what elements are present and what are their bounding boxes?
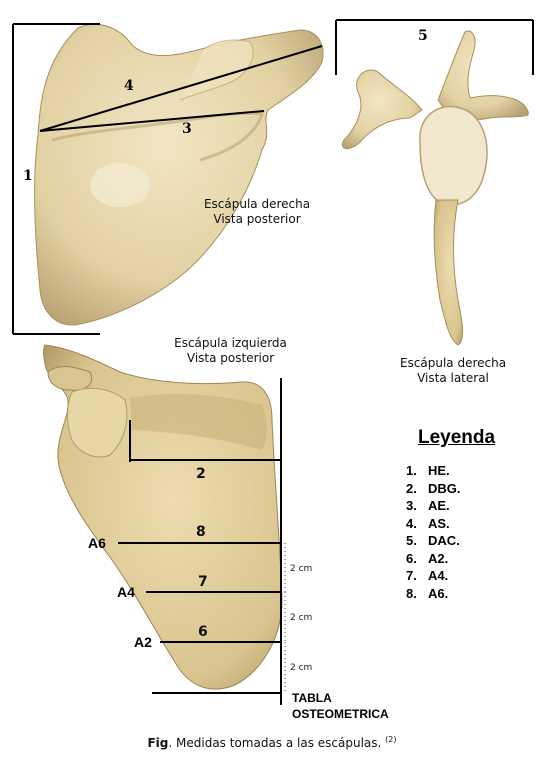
legend-item-number: 5.	[406, 533, 417, 548]
legend-item-text: A6.	[428, 585, 449, 601]
view-label-right-posterior: Escápula derecha Vista posterior	[192, 197, 322, 227]
legend-item: 1. HE.	[406, 462, 461, 480]
measure-number-7: 7	[198, 574, 208, 590]
measure-number-2: 2	[196, 466, 206, 482]
measure-lines-top-right	[335, 19, 534, 75]
view-label-line: Escápula derecha	[203, 197, 311, 211]
view-label-line: Escápula derecha	[399, 356, 507, 370]
legend-item: 7. A4.	[406, 567, 461, 585]
legend-item: 5. DAC.	[406, 532, 461, 550]
measure-number-3: 3	[182, 121, 192, 137]
legend-item: 4. AS.	[406, 515, 461, 533]
caption-reference: (2)	[385, 735, 397, 744]
board-label-line1: TABLA	[292, 691, 332, 705]
measure-lines-bottom-left	[118, 378, 282, 705]
view-label-line: Vista posterior	[186, 351, 275, 365]
legend-item-text: DAC.	[428, 533, 460, 548]
legend-item-text: A4.	[428, 568, 449, 583]
legend-item-number: 6.	[406, 550, 417, 566]
legend-item-number: 3.	[406, 498, 417, 513]
measure-number-6: 6	[198, 624, 208, 640]
legend-item-number: 8.	[406, 585, 417, 601]
level-label-a6: A6	[88, 535, 106, 551]
legend-item-number: 7.	[406, 568, 417, 583]
legend-item-text: HE.	[428, 463, 450, 478]
legend-item-text: DBG.	[428, 480, 461, 496]
legend-item: 8. A6.	[406, 585, 461, 603]
scale-mark-3: 2 cm	[290, 663, 312, 673]
view-label-left-posterior: Escápula izquierda Vista posterior	[163, 336, 298, 366]
legend-item: 2. DBG.	[406, 480, 461, 498]
scapula-right-posterior	[34, 23, 324, 326]
legend-title: Leyenda	[418, 427, 496, 448]
view-label-line: Vista lateral	[417, 371, 489, 385]
scapula-left-posterior	[42, 344, 283, 690]
legend-item-number: 2.	[406, 480, 417, 496]
legend-item-text: AE.	[428, 498, 450, 513]
legend-list: 1. HE. 2. DBG. 3. AE. 4. AS. 5. DAC. 6. A2. 7.…	[406, 462, 461, 602]
measure-number-1: 1	[23, 168, 33, 184]
measure-lines-top-left	[12, 23, 323, 335]
figure-caption: Fig. Medidas tomadas a las escápulas. (2…	[0, 735, 544, 750]
caption-prefix: Fig	[147, 736, 169, 750]
level-label-a2: A2	[134, 634, 152, 650]
legend-item-number: 4.	[406, 515, 417, 531]
board-label-line2: OSTEOMETRICA	[292, 707, 389, 721]
measure-number-8: 8	[196, 524, 206, 540]
legend-item: 6. A2.	[406, 550, 461, 568]
legend-item: 3. AE.	[406, 497, 461, 515]
legend-item-text: A2.	[428, 550, 449, 566]
scale-mark-2: 2 cm	[290, 613, 312, 623]
level-label-a4: A4	[117, 584, 135, 600]
view-label-line: Escápula izquierda	[174, 336, 287, 350]
legend-item-number: 1.	[406, 463, 417, 478]
scapula-right-lateral	[342, 30, 529, 346]
view-label-right-lateral: Escápula derecha Vista lateral	[388, 356, 518, 386]
view-label-line: Vista posterior	[213, 212, 301, 226]
scale-mark-1: 2 cm	[290, 564, 312, 574]
measure-number-5: 5	[418, 28, 428, 44]
legend-item-text: AS.	[428, 515, 450, 531]
caption-text: . Medidas tomadas a las escápulas.	[168, 736, 386, 750]
measure-number-4: 4	[124, 78, 134, 94]
